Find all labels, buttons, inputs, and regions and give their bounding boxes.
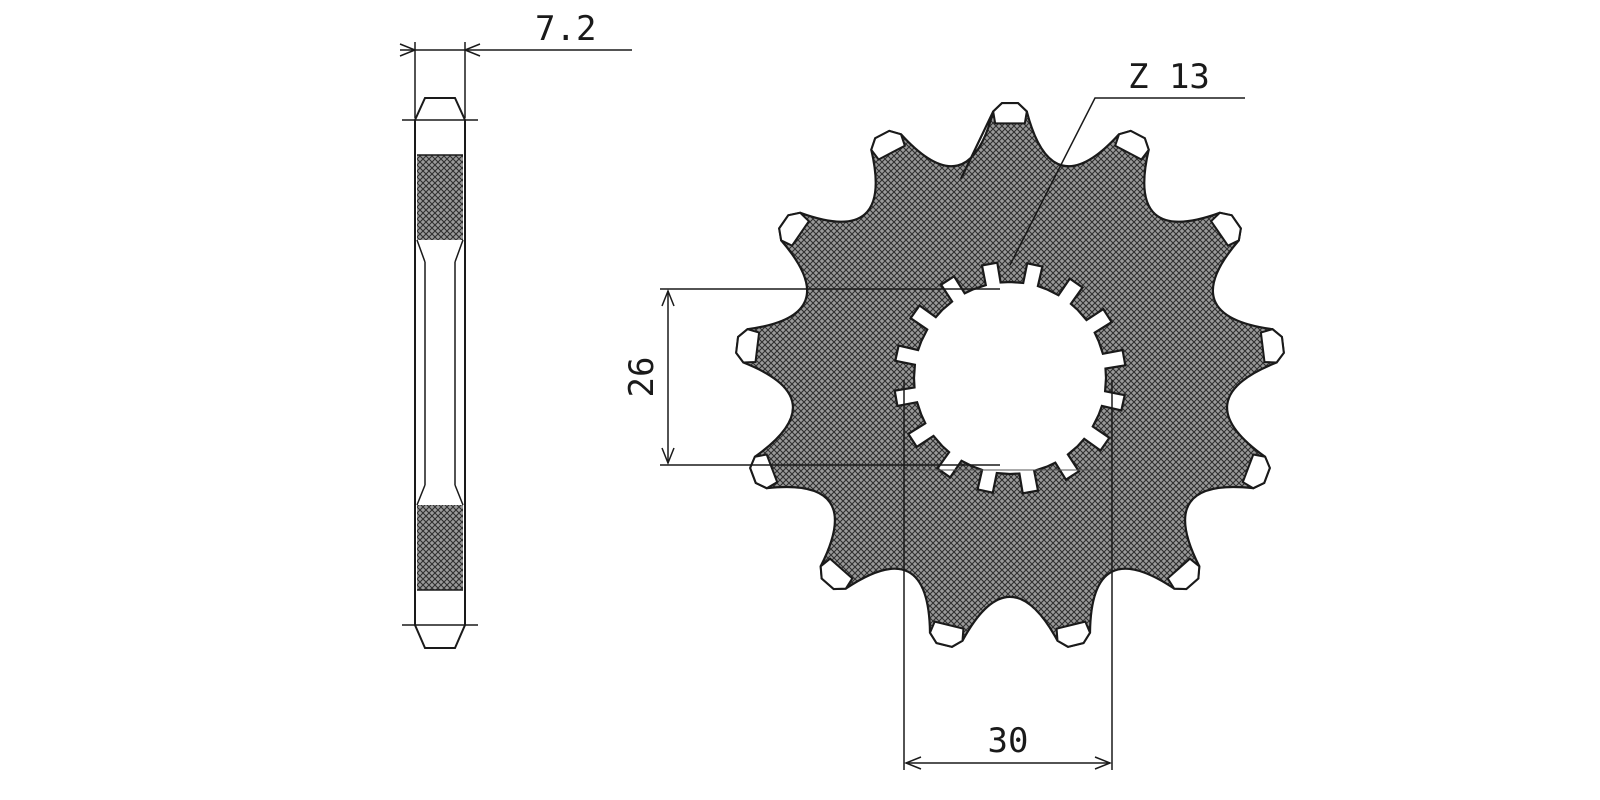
side-view-outline [414,97,466,649]
bore-arrow-bottom [661,447,675,466]
bore-label: 26 [622,357,662,398]
thickness-arrow-right [462,43,481,57]
front-view: Z 13 26 30 [622,57,1285,770]
teeth-count-label: Z 13 [1128,57,1210,97]
side-view-upper-hatch [417,155,463,240]
thickness-arrow-left [399,43,418,57]
side-view: 7.2 [399,9,632,649]
teeth-leader-line [1009,97,1245,266]
spline-bore [893,261,1127,495]
thickness-extension-lines [414,42,466,118]
offset-extension-lines [903,380,1113,770]
offset-arrow-left [903,756,922,770]
thickness-label: 7.2 [535,9,596,49]
side-view-lower-hatch [417,505,463,590]
offset-label: 30 [988,721,1029,761]
side-view-edge-marks [402,119,478,626]
side-view-bore-lines [416,239,464,506]
bore-extension-lines [660,288,1000,466]
sprocket-tooth-tips [735,102,1285,648]
offset-arrow-right [1094,756,1113,770]
bore-arrow-top [661,288,675,307]
